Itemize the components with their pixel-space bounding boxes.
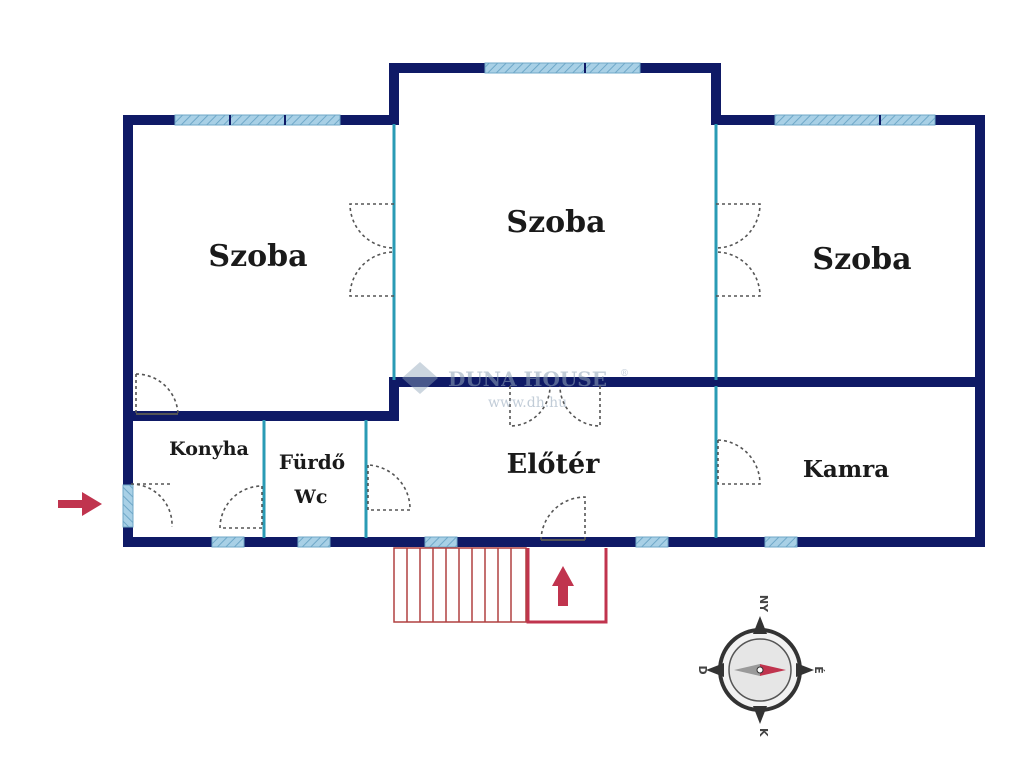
watermark-registered: ®	[620, 369, 629, 379]
watermark-url: www.dh.hu	[488, 395, 567, 411]
room-label-szoba-left: Szoba	[208, 239, 307, 274]
door	[715, 251, 761, 297]
door	[130, 483, 173, 528]
door	[559, 385, 601, 427]
compass-north-label: NY	[757, 595, 770, 613]
door	[349, 251, 395, 297]
right-arrow-icon	[58, 492, 102, 516]
room-label-szoba-middle: Szoba	[506, 205, 605, 240]
window	[174, 114, 341, 126]
window	[764, 536, 798, 548]
doors	[130, 203, 761, 541]
window	[774, 114, 936, 126]
room-label-eloter: Előtér	[507, 449, 600, 480]
door	[219, 485, 263, 529]
window	[297, 536, 331, 548]
room-label-wc: Wc	[294, 486, 328, 508]
room-label-kamra: Kamra	[803, 456, 889, 483]
door	[509, 385, 551, 427]
compass-south-label: K	[757, 728, 770, 737]
compass-west-label: D	[696, 665, 709, 674]
outer-walls	[123, 63, 985, 547]
interior-walls	[128, 377, 980, 421]
stairs	[393, 547, 527, 623]
window	[484, 62, 641, 74]
window	[424, 536, 458, 548]
compass-east-label: É	[812, 666, 825, 674]
door	[540, 496, 586, 541]
entrance-landing	[526, 548, 608, 624]
door	[349, 203, 395, 249]
door	[715, 203, 761, 249]
window	[635, 536, 669, 548]
up-arrow-icon	[552, 566, 574, 606]
door	[717, 439, 761, 485]
door	[135, 373, 179, 415]
room-label-szoba-right: Szoba	[812, 242, 911, 277]
watermark-brand: DUNA HOUSE	[448, 367, 607, 391]
window	[122, 484, 134, 528]
compass-icon: NY É K D	[696, 595, 825, 737]
door	[367, 464, 411, 511]
room-label-konyha: Konyha	[169, 438, 249, 460]
windows	[122, 62, 936, 548]
watermark: DUNA HOUSE ® www.dh.hu	[402, 362, 629, 411]
window	[211, 536, 245, 548]
room-label-furdo: Fürdő	[279, 450, 345, 474]
partition-walls	[262, 124, 718, 538]
